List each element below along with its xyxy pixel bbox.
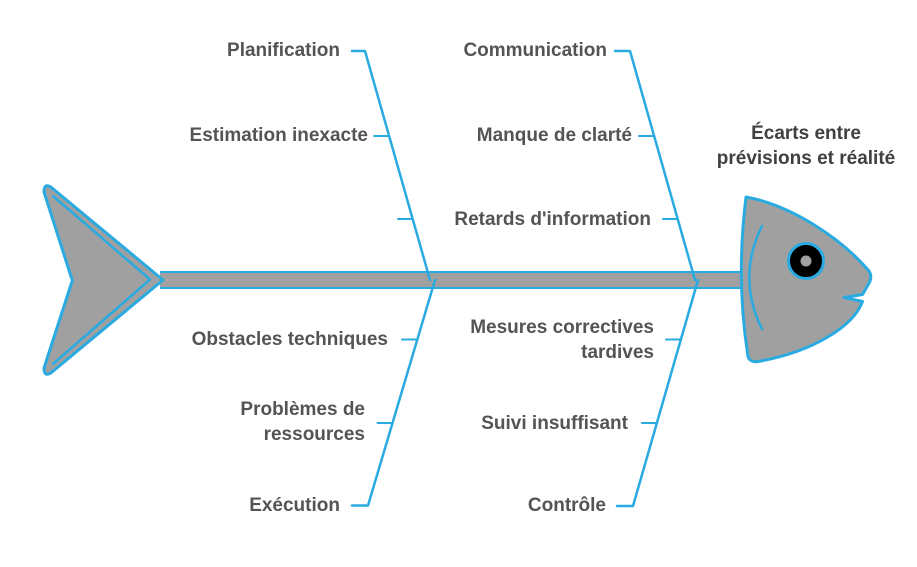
branch-label-controle: Contrôle [527,495,606,516]
sub-cause-manque-de-clarte: Manque de clarté [476,125,632,146]
sub-cause-problemes-ressources: Problèmes de ressources [240,399,365,445]
sub-cause-retards-information: Retards d'information [454,209,651,230]
branch-label-execution: Exécution [249,495,340,516]
sub-cause-mesures-correctives: Mesures correctives tardives [470,317,654,363]
effect-label: Écarts entre prévisions et réalité [716,123,896,169]
fish-tail-inner-line [51,194,152,366]
sub-cause-estimation-inexacte: Estimation inexacte [189,125,368,146]
branch-line-controle [615,278,700,508]
branch-line-planification [350,49,432,282]
branch-label-planification: Planification [227,40,340,61]
branch-line-execution [350,278,437,507]
sub-cause-suivi-insuffisant: Suivi insuffisant [481,413,628,434]
fish-eye-pupil [800,255,812,267]
fish-gill-line [748,224,764,331]
branch-label-communication: Communication [463,40,607,61]
branch-line-communication [613,49,697,282]
fish-tail-shape [42,184,165,376]
sub-cause-obstacles-techniques: Obstacles techniques [191,329,388,350]
fish-spine-bar [160,273,747,287]
